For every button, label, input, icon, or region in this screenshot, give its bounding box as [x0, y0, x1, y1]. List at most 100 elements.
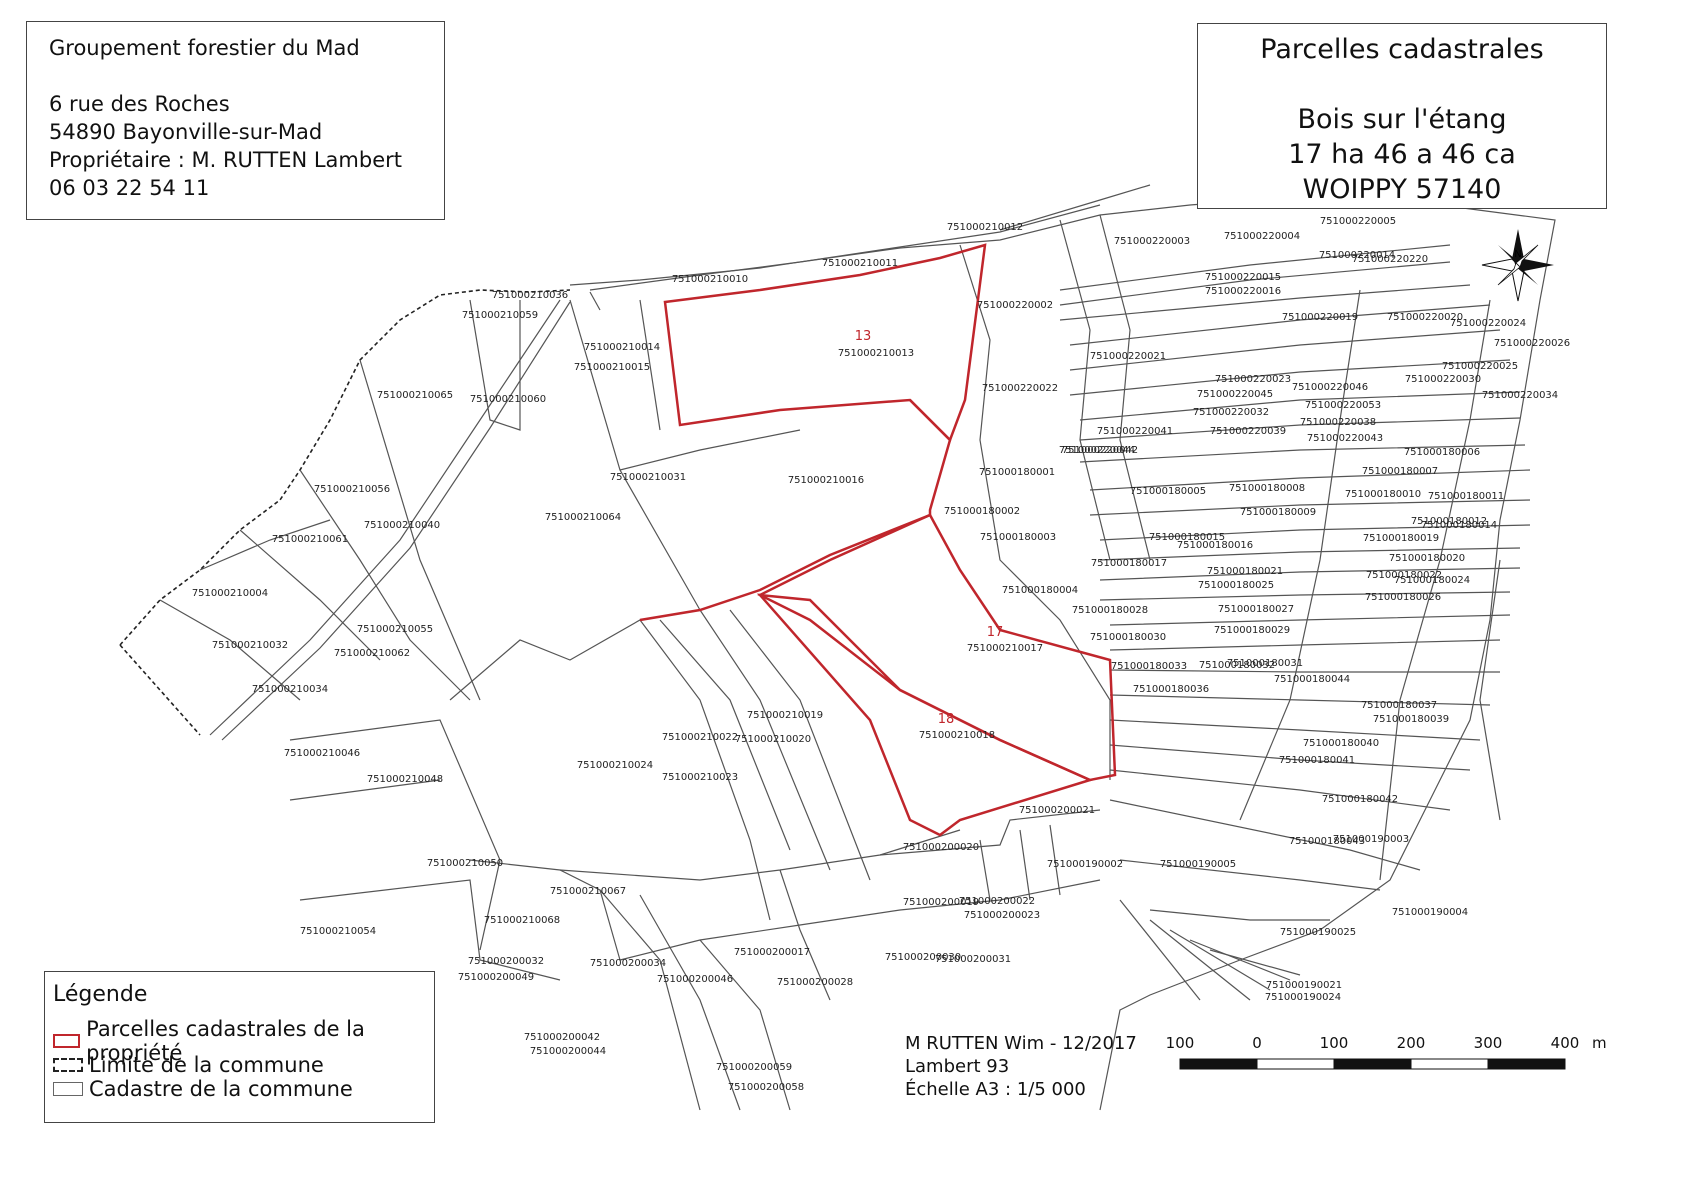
legend: Légende Parcelles cadastrales de la prop…: [44, 971, 435, 1123]
parcel-label: 751000200017: [734, 947, 810, 958]
parcel-label: 751000180043: [1289, 836, 1365, 847]
parcel-label: 751000210054: [300, 926, 376, 937]
parcel-label: 751000180027: [1218, 604, 1294, 615]
owner-city: 54890 Bayonville-sur-Mad: [49, 120, 323, 144]
parcel-label: 751000220016: [1205, 286, 1281, 297]
parcel-labels: 7510002100127510002100117510002100107510…: [192, 216, 1570, 1093]
property-parcel-id: 751000210013: [838, 348, 914, 359]
parcel-label: 751000210065: [377, 390, 453, 401]
legend-item: Cadastre de la commune: [53, 1077, 426, 1101]
parcel-label: 751000200034: [590, 958, 666, 969]
parcel-label: 751000210032: [212, 640, 288, 651]
parcel-label: 751000220032: [1193, 407, 1269, 418]
scale-unit: m: [1592, 1034, 1607, 1052]
parcel-label: 751000180009: [1240, 507, 1316, 518]
parcel-label: 751000220019: [1282, 312, 1358, 323]
owner-group-name: Groupement forestier du Mad: [49, 36, 360, 60]
parcel-label: 751000210024: [577, 760, 653, 771]
parcel-label: 751000210010: [672, 274, 748, 285]
property-parcels[interactable]: [639, 243, 1117, 837]
parcel-label: 751000180025: [1198, 580, 1274, 591]
parcel-label: 751000210012: [947, 222, 1023, 233]
parcel-label: 751000200023: [964, 910, 1040, 921]
owner-info-box: Groupement forestier du Mad 6 rue des Ro…: [26, 21, 445, 220]
parcel-label: 751000180044: [1274, 674, 1350, 685]
parcel-label: 751000190004: [1392, 907, 1468, 918]
scale-label: 100: [1320, 1034, 1349, 1052]
parcel-label: 751000220023: [1215, 374, 1291, 385]
parcel-label: 751000210068: [484, 915, 560, 926]
parcel-label: 751000200022: [959, 896, 1035, 907]
parcel-label: 751000180036: [1133, 684, 1209, 695]
cadastre-lines: [119, 184, 1556, 1111]
parcel-label: 751000180007: [1362, 466, 1438, 477]
parcel-label: 751000200058: [728, 1082, 804, 1093]
parcel-label: 751000180040: [1303, 738, 1379, 749]
parcel-label: 751000180020: [1389, 553, 1465, 564]
parcel-label: 751000200049: [458, 972, 534, 983]
parcel-label: 751000180014: [1421, 520, 1497, 531]
property-parcel-id: 751000210016: [788, 475, 864, 486]
parcel-16-outline[interactable]: [639, 399, 952, 622]
scale-label: 100: [1166, 1034, 1195, 1052]
parcel-label: 751000190003: [1333, 834, 1409, 845]
property-commune: WOIPPY 57140: [1302, 174, 1502, 205]
parcel-label: 751000180016: [1177, 540, 1253, 551]
parcel-label: 751000190021: [1266, 980, 1342, 991]
owner-phone: 06 03 22 54 11: [49, 176, 210, 200]
parcel-label: 751000220020: [1387, 312, 1463, 323]
parcel-label: 751000180001: [979, 467, 1055, 478]
parcel-label: 751000220045: [1197, 389, 1273, 400]
parcel-label: 751000190024: [1265, 992, 1341, 1003]
scale-label: 200: [1397, 1034, 1426, 1052]
parcel-label: 751000190025: [1280, 927, 1356, 938]
parcel-label: 751000210067: [550, 886, 626, 897]
scale-label: 300: [1474, 1034, 1503, 1052]
parcel-label: 751000220003: [1114, 236, 1190, 247]
parcel-label: 751000180006: [1404, 447, 1480, 458]
compass-north-label: N: [1514, 249, 1521, 260]
parcel-label: 751000210061: [272, 534, 348, 545]
parcel-label: 751000220046: [1292, 382, 1368, 393]
parcel-label: 751000180002: [944, 506, 1020, 517]
map-credits: M RUTTEN Wim - 12/2017 Lambert 93 Échell…: [905, 1032, 1137, 1101]
parcel-18-outline[interactable]: [756, 593, 1094, 837]
red-outline-swatch-icon: [53, 1034, 81, 1048]
parcel-label: 751000210040: [364, 520, 440, 531]
parcel-label: 751000200028: [777, 977, 853, 988]
property-name: Bois sur l'étang: [1297, 104, 1507, 135]
parcel-label: 751000180032: [1199, 660, 1275, 671]
title-box: Parcelles cadastrales Bois sur l'étang 1…: [1197, 23, 1607, 209]
parcel-label: 751000210034: [252, 684, 328, 695]
parcel-label: 751000180033: [1111, 661, 1187, 672]
parcel-label: 751000220030: [1405, 374, 1481, 385]
parcel-label: 751000210055: [357, 624, 433, 635]
parcel-label: 751000220044: [1059, 445, 1135, 456]
parcel-label: 751000180004: [1002, 585, 1078, 596]
property-parcel-number: 18: [938, 712, 955, 727]
parcel-label: 751000210004: [192, 588, 268, 599]
property-parcel-number: 13: [855, 329, 872, 344]
parcel-label: 751000220038: [1300, 417, 1376, 428]
parcel-label: 751000210056: [314, 484, 390, 495]
parcel-label: 751000180029: [1214, 625, 1290, 636]
parcel-label: 751000200021: [1019, 805, 1095, 816]
parcel-label: 751000220041: [1097, 426, 1173, 437]
scale-label: 0: [1252, 1034, 1262, 1052]
parcel-label: 751000210014: [584, 342, 660, 353]
parcel-13-outline[interactable]: [663, 243, 987, 443]
property-parcel-number: 17: [987, 625, 1004, 640]
parcel-label: 751000220021: [1090, 351, 1166, 362]
parcel-label: 751000180008: [1229, 483, 1305, 494]
parcel-label: 751000220025: [1442, 361, 1518, 372]
parcel-label: 751000210036: [492, 290, 568, 301]
north-arrow-icon: N: [1481, 229, 1554, 302]
parcel-label: 751000210046: [284, 748, 360, 759]
parcel-label: 751000180026: [1365, 592, 1441, 603]
parcel-label: 751000180039: [1373, 714, 1449, 725]
parcel-label: 751000210015: [574, 362, 650, 373]
parcel-label: 751000220014: [1319, 250, 1395, 261]
credits-projection: Lambert 93: [905, 1056, 1010, 1077]
parcel-label: 751000180015: [1149, 532, 1225, 543]
